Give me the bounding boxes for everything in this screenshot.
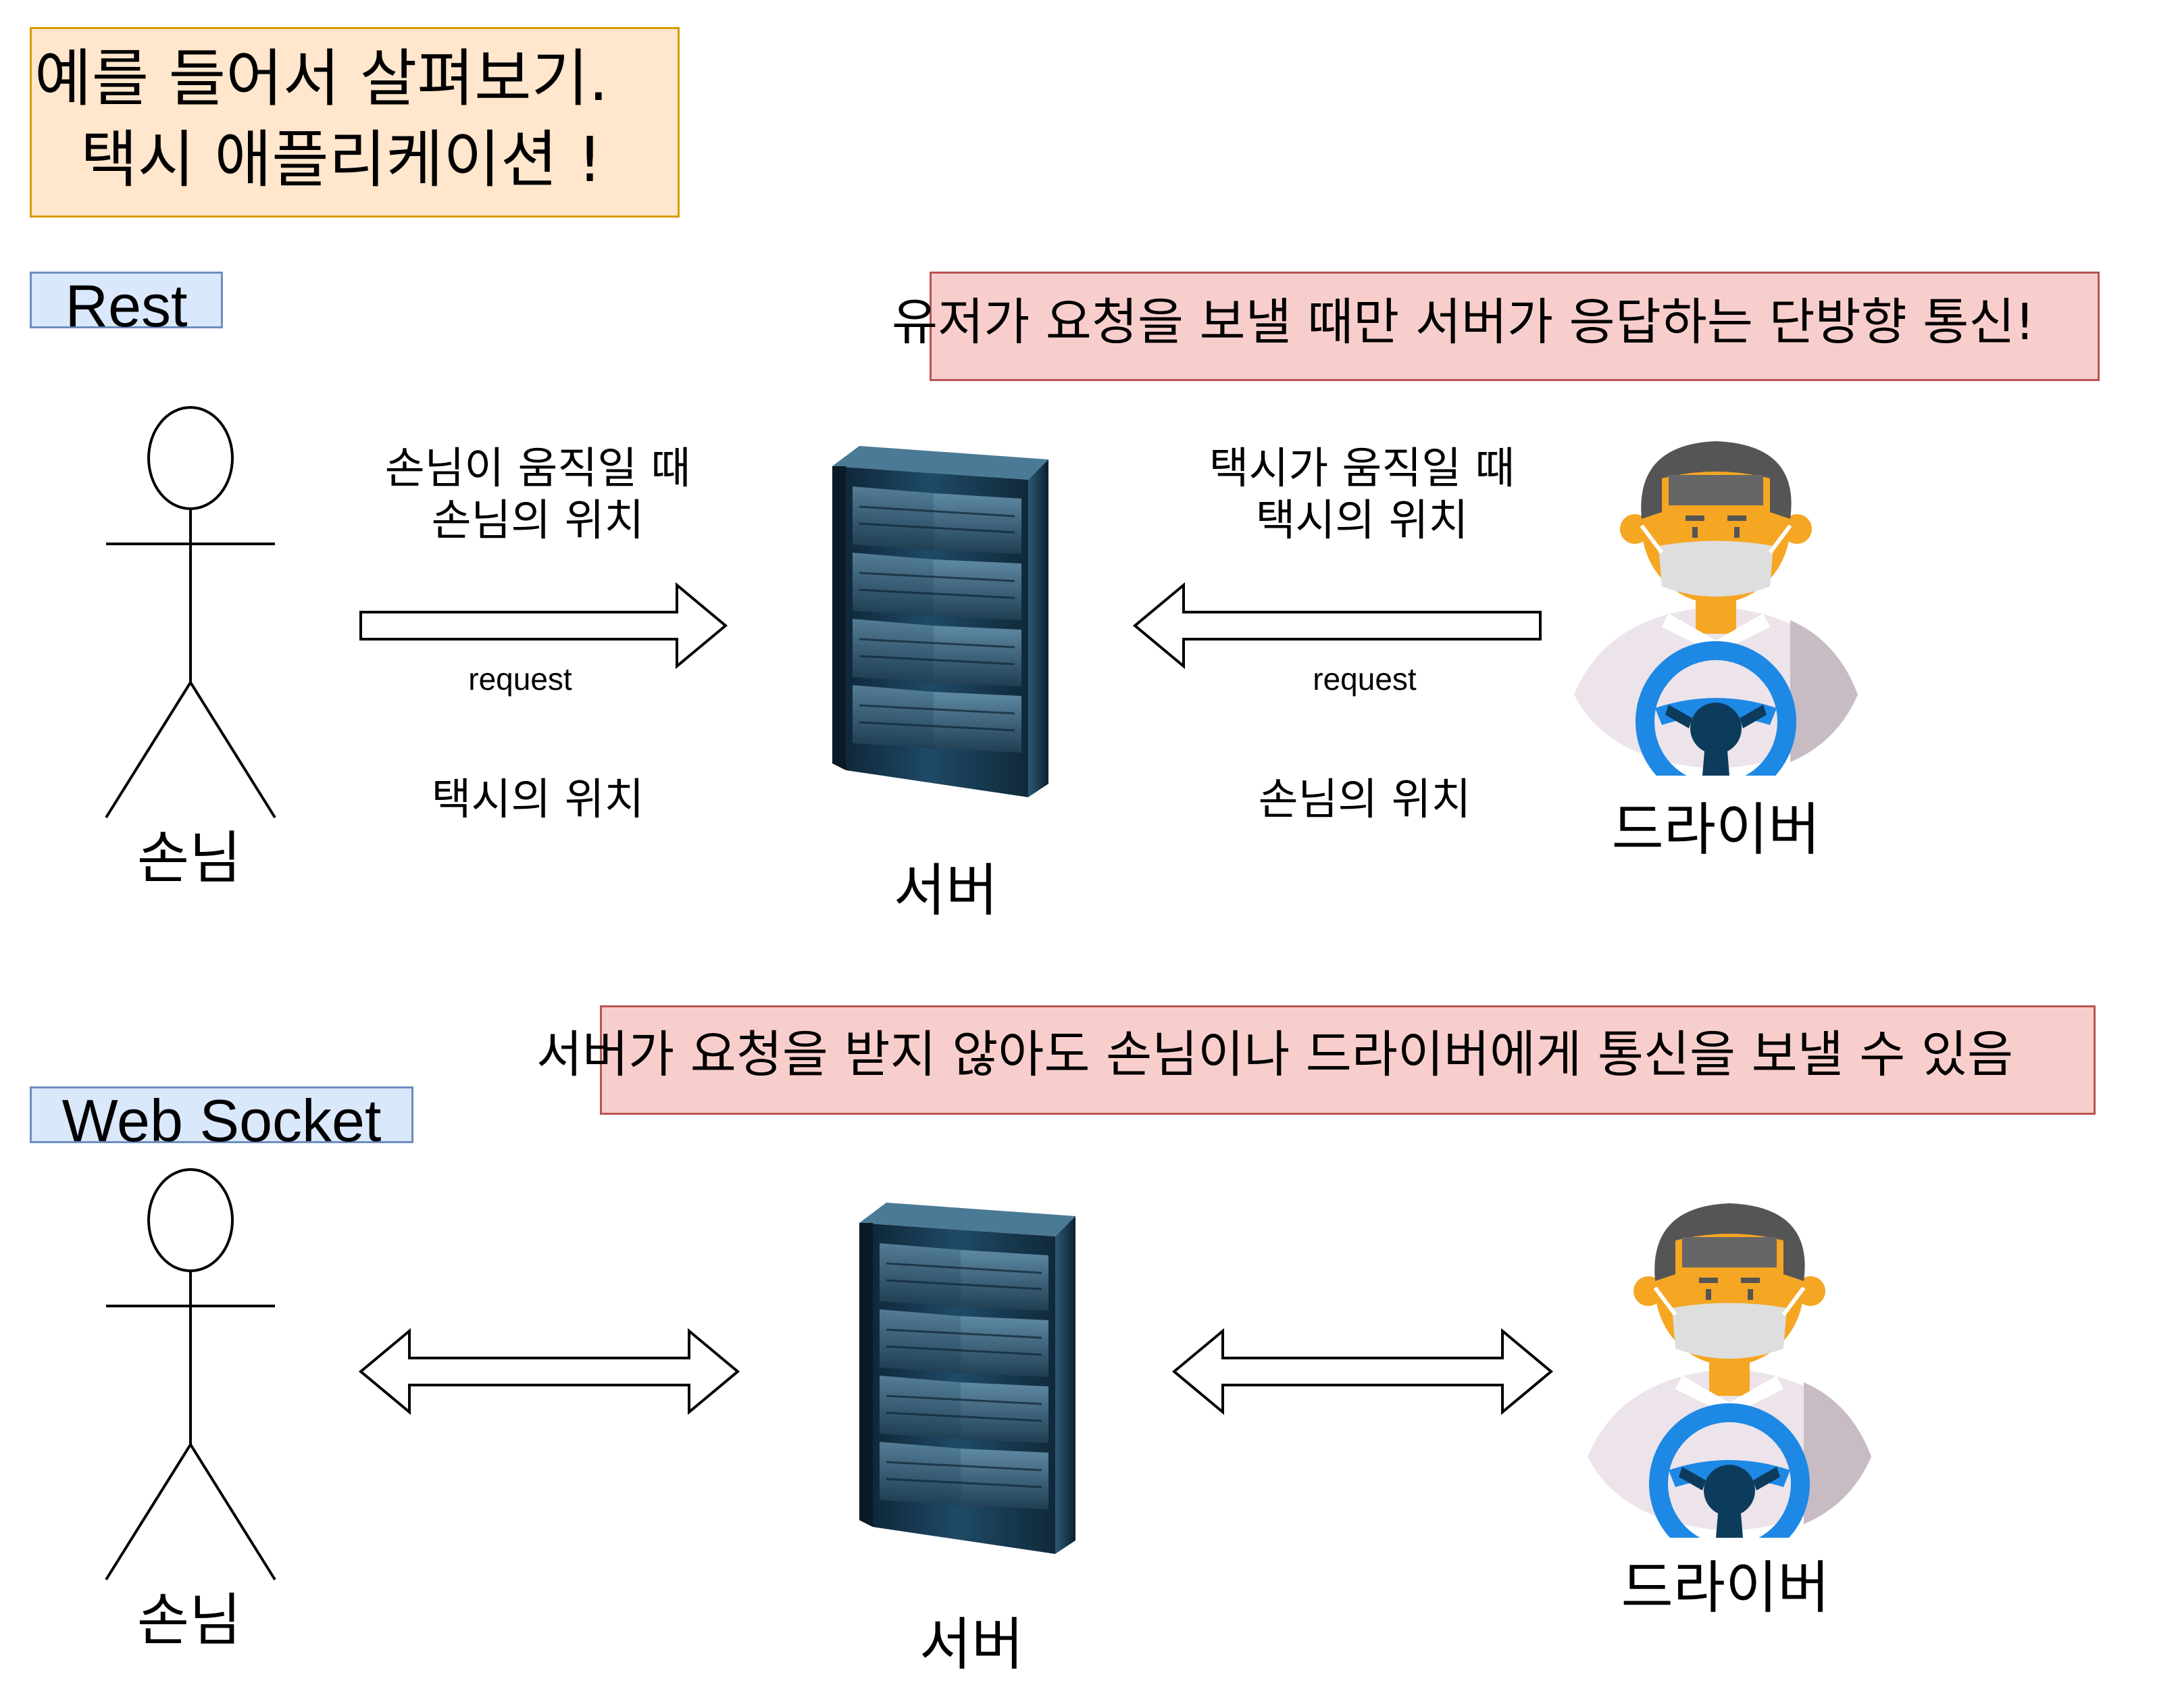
title-line-2: 택시 애플리케이션 ! <box>80 124 603 196</box>
double-arrow-icon <box>1171 1328 1554 1415</box>
rest-customer-caption-line-1: 손님이 움직일 때 <box>384 444 691 494</box>
rest-driver-label: 드라이버 <box>1611 797 1821 863</box>
title-line-1: 예를 들어서 살펴보기. <box>34 43 609 115</box>
rest-tag-label: Rest <box>65 272 188 339</box>
double-arrow-icon <box>358 1328 740 1415</box>
title-box: 예를 들어서 살펴보기. 택시 애플리케이션 ! <box>30 27 680 218</box>
rest-tag: Rest <box>30 272 223 336</box>
websocket-server-label: 서버 <box>919 1611 1024 1678</box>
server-rack-icon <box>832 446 1048 797</box>
rest-driver-response-label: 손님의 위치 <box>1258 775 1471 825</box>
rest-customer-caption-line-2: 손님의 위치 <box>431 495 644 546</box>
taxi-driver-icon <box>1567 438 1865 776</box>
websocket-customer-label: 손님 <box>136 1587 242 1653</box>
rest-customer-request-label: request <box>468 661 572 697</box>
websocket-tag: Web Socket <box>30 1086 413 1151</box>
customer-stick-figure-icon <box>103 405 278 824</box>
rest-customer-caption: 손님이 움직일 때 손님의 위치 <box>362 443 713 547</box>
rest-server-label: 서버 <box>893 857 998 924</box>
rest-driver-request-label: request <box>1313 661 1417 697</box>
rest-driver-caption-line-2: 택시의 위치 <box>1255 495 1469 546</box>
websocket-note-box <box>600 1005 2096 1115</box>
customer-stick-figure-icon <box>103 1167 278 1586</box>
rest-note-box <box>930 272 2100 381</box>
websocket-driver-label: 드라이버 <box>1621 1555 1830 1621</box>
websocket-tag-label: Web Socket <box>61 1087 382 1154</box>
rest-note-text: 유저가 요청을 보낼 때만 서버가 응답하는 단방향 통신! <box>892 293 2035 351</box>
arrow-right-icon <box>359 582 728 670</box>
rest-customer-label: 손님 <box>136 825 242 891</box>
rest-driver-caption-line-1: 택시가 움직일 때 <box>1209 444 1515 494</box>
taxi-driver-icon <box>1581 1200 1878 1538</box>
rest-driver-caption: 택시가 움직일 때 택시의 위치 <box>1186 443 1538 547</box>
arrow-left-icon <box>1132 582 1542 670</box>
rest-customer-response-label: 택시의 위치 <box>431 775 644 825</box>
websocket-note-text: 서버가 요청을 받지 않아도 손님이나 드라이버에게 통신을 보낼 수 있음 <box>536 1026 2014 1084</box>
server-rack-icon <box>859 1203 1075 1554</box>
